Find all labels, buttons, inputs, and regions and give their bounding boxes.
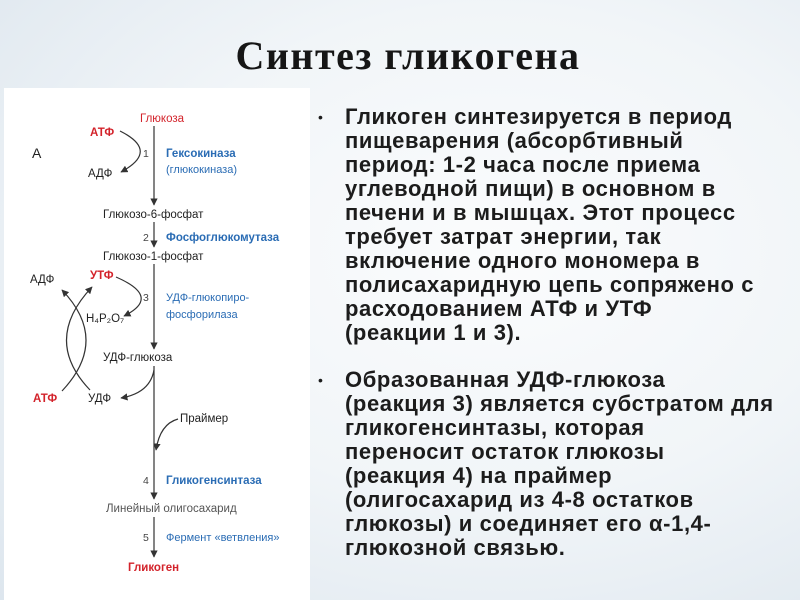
bullet-1-line: период: 1-2 часа после приема bbox=[345, 152, 701, 177]
bullet-1-line: углеводной пищи) в основном в bbox=[345, 176, 716, 201]
bullet-2-line: (реакция 3) является субстратом для bbox=[345, 391, 774, 416]
atp-top-label: АТФ bbox=[90, 127, 114, 139]
glycogen-label: Гликоген bbox=[128, 562, 179, 574]
bullet-2-line: переносит остаток глюкозы bbox=[345, 439, 665, 464]
step-2-number: 2 bbox=[143, 232, 149, 244]
step-1-number: 1 bbox=[143, 148, 149, 160]
bullet-2-line: (реакция 4) на праймер bbox=[345, 463, 613, 488]
curve-atp-to-adp-regeneration bbox=[61, 289, 87, 392]
udp-glucose-label: УДФ-глюкоза bbox=[103, 352, 173, 364]
adp-top-label: АДФ bbox=[88, 168, 113, 180]
step-3-enzyme-line2: фосфорилаза bbox=[166, 309, 239, 321]
diagram-label: А bbox=[32, 145, 42, 161]
bullet-2-line: глюкозы) и соединяет его α-1,4- bbox=[345, 511, 712, 536]
bullet-1-line: (реакции 1 и 3). bbox=[345, 320, 522, 345]
utp-label: УТФ bbox=[90, 270, 114, 282]
step-5-enzyme: Фермент «ветвления» bbox=[166, 532, 280, 544]
step-3-number: 3 bbox=[143, 292, 149, 304]
curve-primer-entry bbox=[153, 418, 179, 451]
bullet-icon: • bbox=[318, 109, 323, 125]
glycogen-synthesis-diagram: А Глюкоза АТФ АДФ 1 Гексокиназа (глюкоки… bbox=[30, 113, 280, 574]
curve-udp-to-utp-regeneration bbox=[65, 286, 93, 391]
bullet-icon: • bbox=[318, 372, 323, 388]
bullet-2-line: Образованная УДФ-глюкоза bbox=[345, 367, 666, 392]
step-2-enzyme: Фосфоглюкомутаза bbox=[166, 232, 280, 244]
udp-label: УДФ bbox=[88, 393, 111, 405]
step-1-enzyme-alt: (глюкокиназа) bbox=[166, 164, 237, 176]
curve-udp-release bbox=[120, 369, 155, 401]
pyrophosphate-label: H₄P₂O₇ bbox=[86, 313, 124, 325]
step-4-enzyme: Гликогенсинтаза bbox=[166, 475, 262, 487]
step-5-number: 5 bbox=[143, 532, 149, 544]
bullet-1-line: расходованием АТФ и УТФ bbox=[345, 296, 653, 321]
bullet-2-line: глюкозной связью. bbox=[345, 535, 566, 560]
step-1-enzyme: Гексокиназа bbox=[166, 148, 236, 160]
linear-oligosaccharide-label: Линейный олигосахарид bbox=[106, 503, 237, 515]
glucose-label: Глюкоза bbox=[140, 113, 185, 125]
atp-left-label: АТФ bbox=[33, 393, 57, 405]
curve-atp-to-adp bbox=[119, 130, 141, 173]
bullet-item: • Образованная УДФ-глюкоза (реакция 3) я… bbox=[318, 368, 798, 560]
slide-title: Синтез гликогена bbox=[235, 33, 581, 78]
bullet-2-line: гликогенсинтазы, которая bbox=[345, 415, 645, 440]
bullet-1-line: Гликоген синтезируется в период bbox=[345, 104, 732, 129]
bullet-1-line: печени и в мышцах. Этот процесс bbox=[345, 200, 736, 225]
bullet-list: • Гликоген синтезируется в период пищева… bbox=[318, 105, 798, 583]
bullet-2-line: (олигосахарид из 4-8 остатков bbox=[345, 487, 694, 512]
bullet-1-line: включение одного мономера в bbox=[345, 248, 701, 273]
g6p-label: Глюкозо-6-фосфат bbox=[103, 209, 204, 221]
g1p-label: Глюкозо-1-фосфат bbox=[103, 251, 204, 263]
bullet-1-line: полисахаридную цепь сопряжено с bbox=[345, 272, 755, 297]
step-4-number: 4 bbox=[143, 475, 149, 487]
bullet-1-line: требует затрат энергии, так bbox=[345, 224, 662, 249]
adp-left-label: АДФ bbox=[30, 274, 55, 286]
curve-utp-to-pyrophosphate bbox=[115, 276, 142, 317]
bullet-1-line: пищеварения (абсорбтивный bbox=[345, 128, 684, 153]
step-3-enzyme-line1: УДФ-глюкопиро- bbox=[166, 292, 250, 304]
primer-label: Праймер bbox=[180, 413, 228, 425]
bullet-item: • Гликоген синтезируется в период пищева… bbox=[318, 105, 798, 345]
